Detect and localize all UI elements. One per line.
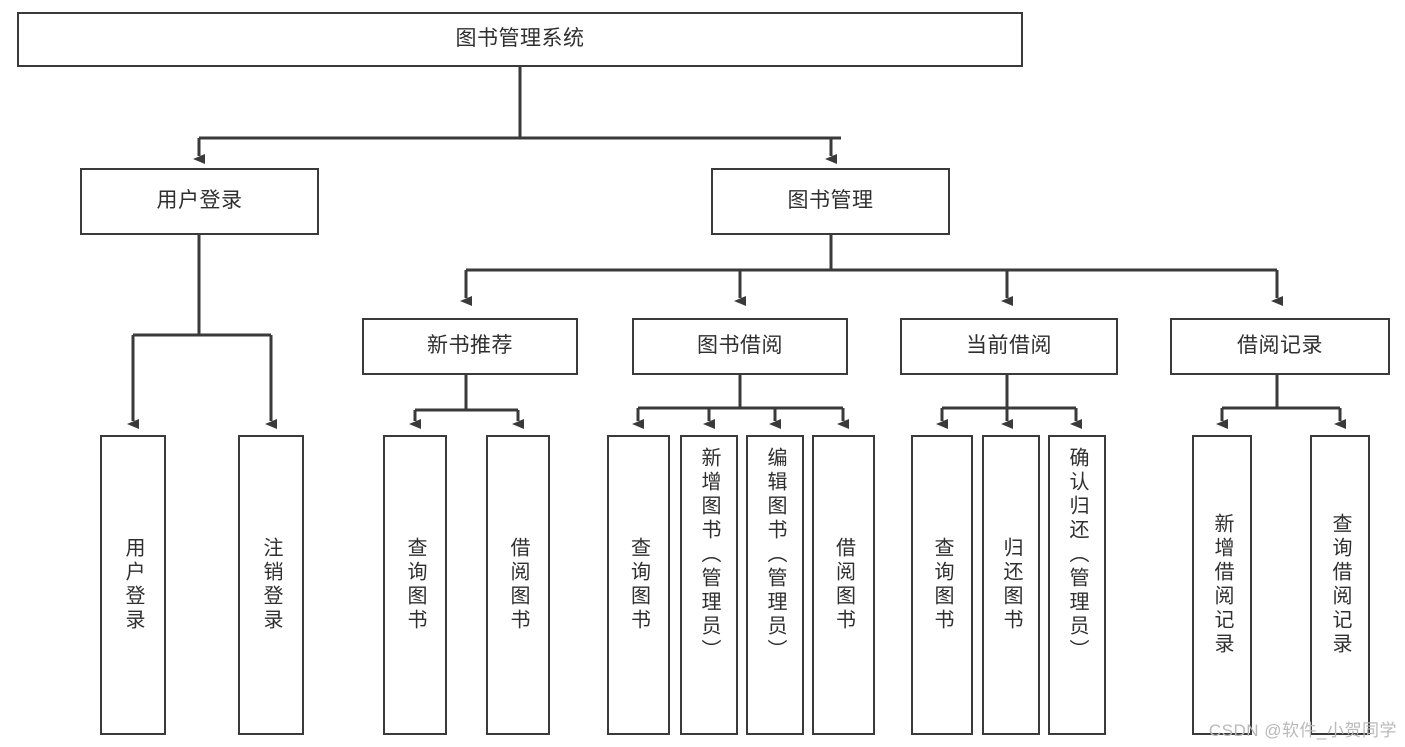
node-leaf-query-book-2[interactable]: 查询图书 xyxy=(607,435,670,735)
node-leaf-confirm-return[interactable]: 确认归还（管理员） xyxy=(1048,435,1106,735)
node-leaf-query-book-3-label: 查询图书 xyxy=(931,537,953,633)
node-leaf-logout-login[interactable]: 注销登录 xyxy=(238,435,304,735)
node-leaf-user-login-label: 用户登录 xyxy=(122,537,144,633)
node-book-borrow[interactable]: 图书借阅 xyxy=(632,318,848,375)
node-leaf-edit-book[interactable]: 编辑图书（管理员） xyxy=(746,435,804,735)
node-leaf-borrow-book-1-label: 借阅图书 xyxy=(507,537,529,633)
node-leaf-borrow-book-2-label: 借阅图书 xyxy=(832,537,855,633)
node-leaf-borrow-book-2[interactable]: 借阅图书 xyxy=(812,435,875,735)
watermark-text: CSDN @软件_小贺同学 xyxy=(1208,721,1397,740)
node-user-login-label: 用户登录 xyxy=(156,189,243,213)
node-root-label: 图书管理系统 xyxy=(455,27,585,51)
node-leaf-return-book[interactable]: 归还图书 xyxy=(982,435,1040,735)
node-leaf-add-book[interactable]: 新增图书（管理员） xyxy=(680,435,738,735)
node-leaf-query-book-1[interactable]: 查询图书 xyxy=(383,435,447,735)
node-new-book-recommend[interactable]: 新书推荐 xyxy=(362,318,578,375)
node-leaf-edit-book-label: 编辑图书（管理员） xyxy=(764,447,786,663)
node-book-manage-label: 图书管理 xyxy=(787,189,874,213)
node-leaf-query-book-2-label: 查询图书 xyxy=(627,537,650,633)
node-leaf-add-record[interactable]: 新增借阅记录 xyxy=(1192,435,1252,735)
node-book-borrow-label: 图书借阅 xyxy=(697,334,783,358)
node-leaf-return-book-label: 归还图书 xyxy=(1000,537,1022,633)
node-leaf-confirm-return-label: 确认归还（管理员） xyxy=(1066,447,1088,663)
node-leaf-add-record-label: 新增借阅记录 xyxy=(1211,513,1233,657)
node-leaf-add-book-label: 新增图书（管理员） xyxy=(698,447,720,663)
node-leaf-query-record[interactable]: 查询借阅记录 xyxy=(1310,435,1370,735)
node-current-borrow[interactable]: 当前借阅 xyxy=(900,318,1118,375)
node-borrow-record-label: 借阅记录 xyxy=(1237,334,1323,358)
node-user-login[interactable]: 用户登录 xyxy=(80,168,319,235)
node-leaf-query-record-label: 查询借阅记录 xyxy=(1329,513,1351,657)
node-book-manage[interactable]: 图书管理 xyxy=(711,168,950,235)
node-root[interactable]: 图书管理系统 xyxy=(17,12,1023,67)
node-leaf-query-book-3[interactable]: 查询图书 xyxy=(911,435,973,735)
node-leaf-borrow-book-1[interactable]: 借阅图书 xyxy=(486,435,550,735)
node-leaf-logout-login-label: 注销登录 xyxy=(260,537,282,633)
node-new-book-recommend-label: 新书推荐 xyxy=(427,334,513,358)
node-leaf-query-book-1-label: 查询图书 xyxy=(404,537,426,633)
node-leaf-user-login[interactable]: 用户登录 xyxy=(100,435,166,735)
node-current-borrow-label: 当前借阅 xyxy=(966,334,1052,358)
node-borrow-record[interactable]: 借阅记录 xyxy=(1170,318,1390,375)
